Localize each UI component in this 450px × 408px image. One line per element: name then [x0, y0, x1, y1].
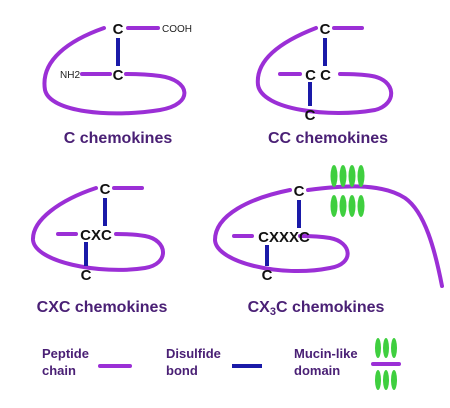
title-cx3c-chemokines: CX3C chemokines	[248, 299, 385, 318]
cooh-label: COOH	[162, 24, 192, 35]
cysteine-top-cc: C	[320, 21, 331, 38]
nh2-label: NH2	[60, 70, 80, 81]
title-c-chemokines: C chemokines	[64, 130, 173, 147]
panel-c-chemokines: C C COOH NH2 C chemokines	[42, 21, 192, 147]
legend-mucin-domain: Mucin-like domain	[294, 338, 401, 390]
cysteine-bottom-c: C	[113, 67, 124, 84]
legend-peptide-label-1: Peptide	[42, 346, 89, 361]
cysteine-bottom-cc: C	[305, 107, 316, 124]
motif-cxxxc: CXXXC	[258, 229, 310, 246]
peptide-chain-c	[42, 26, 187, 116]
title-cx3c-prefix: CX	[248, 299, 271, 316]
mucin-ellipse	[330, 165, 338, 187]
legend-disulfide-label-1: Disulfide	[166, 346, 221, 361]
legend-mucin-ellipse	[391, 370, 397, 390]
legend-peptide-label-2: chain	[42, 363, 76, 378]
cysteine-top-c: C	[113, 21, 124, 38]
legend-mucin-ellipse	[383, 338, 389, 358]
mucin-ellipse	[348, 195, 356, 217]
mucin-like-domain	[330, 165, 365, 217]
panel-cc-chemokines: C C C C CC chemokines	[255, 21, 394, 147]
cysteine-top-cx3c: C	[294, 183, 305, 200]
legend-peptide-chain: Peptide chain	[42, 346, 132, 378]
panel-cx3c-chemokines: C CXXXC C CX3C chemokines	[213, 165, 444, 318]
mucin-ellipse	[357, 165, 365, 187]
mucin-ellipse	[339, 195, 347, 217]
legend-mucin-ellipse	[391, 338, 397, 358]
peptide-chain-cxc	[30, 186, 165, 272]
mucin-ellipse	[348, 165, 356, 187]
cysteine-pair-cc: C C	[305, 67, 331, 84]
legend-mucin-ellipse	[383, 370, 389, 390]
mucin-ellipse	[330, 195, 338, 217]
legend-mucin-ellipse	[375, 370, 381, 390]
mucin-ellipse	[357, 195, 365, 217]
motif-cxc: CXC	[80, 227, 112, 244]
title-cx3c-subscript: 3	[270, 306, 276, 318]
legend: Peptide chain Disulfide bond Mucin-like …	[42, 338, 401, 390]
legend-mucin-ellipse	[375, 338, 381, 358]
mucin-ellipse	[339, 165, 347, 187]
peptide-cx3c-stalk	[306, 184, 444, 288]
peptide-chain-cx3c	[213, 188, 350, 273]
legend-mucin-label-1: Mucin-like	[294, 346, 358, 361]
cysteine-top-cxc: C	[100, 181, 111, 198]
title-cx3c-suffix: C chemokines	[276, 299, 385, 316]
legend-disulfide-label-2: bond	[166, 363, 198, 378]
title-cc-chemokines: CC chemokines	[268, 130, 388, 147]
title-cxc-chemokines: CXC chemokines	[37, 299, 168, 316]
panel-cxc-chemokines: C CXC C CXC chemokines	[30, 181, 168, 316]
peptide-chain-cc	[255, 26, 394, 115]
cysteine-bottom-cx3c: C	[262, 267, 273, 284]
legend-mucin-label-2: domain	[294, 363, 340, 378]
legend-disulfide-bond: Disulfide bond	[166, 346, 262, 378]
cysteine-bottom-cxc: C	[81, 267, 92, 284]
